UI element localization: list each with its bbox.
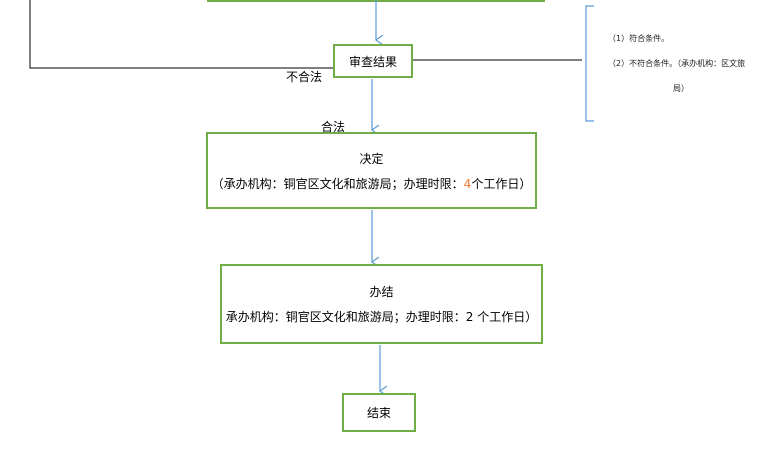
completion-detail: 承办机构：铜官区文化和旅游局；办理时限：2 个工作日） [225,310,538,324]
completion-box: 办结 承办机构：铜官区文化和旅游局；办理时限：2 个工作日） [220,264,543,344]
notes-bracket [585,5,594,122]
completion-title: 办结 [369,285,394,299]
note-line-2: （2）不符合条件。（承办机构：区文旅 [608,59,746,68]
legal-label: 合法 [321,120,346,134]
end-box: 结束 [342,393,416,432]
decision-title: 决定 [359,151,384,166]
note-line-1: （1）符合条件。 [608,34,670,43]
note-line-3: 局） [673,84,689,93]
decision-detail-open: （承办机构：铜官区文化和旅游局；办理时限： [211,176,464,191]
end-title: 结束 [366,406,391,420]
illegal-label: 不合法 [286,70,323,84]
illegal-return-line [29,0,340,69]
review-result-box: 审查结果 [333,44,413,78]
decision-detail-close: 个工作日） [471,176,532,191]
decision-detail: （承办机构：铜官区文化和旅游局；办理时限：4个工作日） [212,175,532,192]
review-result-title: 审查结果 [348,54,397,69]
decision-days: 4 [463,176,472,191]
decision-box: 决定 （承办机构：铜官区文化和旅游局；办理时限：4个工作日） [206,132,537,209]
